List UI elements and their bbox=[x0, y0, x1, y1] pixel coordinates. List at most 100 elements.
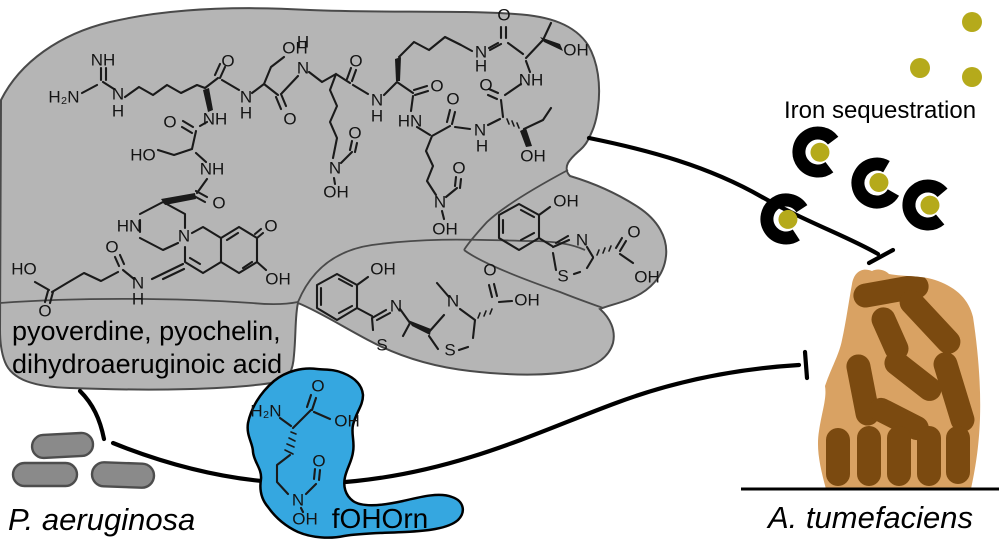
atom-label: O bbox=[446, 90, 459, 109]
atom-label: NH bbox=[519, 71, 544, 90]
atom-label: H bbox=[297, 33, 309, 52]
fohorn-label: fOHOrn bbox=[332, 503, 428, 534]
atoms-dha: OH NS O OH bbox=[553, 192, 660, 287]
atom-label: O bbox=[212, 194, 225, 213]
atom-label: OH bbox=[634, 268, 660, 287]
atom-label: O bbox=[497, 6, 510, 25]
atom-label: S bbox=[444, 341, 455, 360]
bacterium-rod bbox=[933, 352, 975, 432]
atom-label: O bbox=[349, 52, 362, 71]
atom-label: O bbox=[283, 110, 296, 129]
atom-label: O bbox=[483, 261, 496, 280]
atom-label: H bbox=[476, 137, 488, 156]
bacterium-rod bbox=[899, 290, 961, 354]
atom-label: OH bbox=[334, 412, 360, 431]
bacterium-rod bbox=[30, 431, 95, 460]
atom-label: NH bbox=[200, 160, 225, 179]
atom-label: NH bbox=[203, 110, 228, 129]
free-iron-dot bbox=[962, 12, 982, 32]
atom-label: O bbox=[264, 217, 277, 236]
atom-label: O bbox=[479, 76, 492, 95]
atom-label: N bbox=[475, 43, 487, 62]
atom-label: OH bbox=[370, 260, 396, 279]
blob-to-cells-line bbox=[77, 388, 107, 442]
atom-label: H bbox=[112, 102, 124, 121]
atom-label: O bbox=[312, 452, 325, 471]
bacterium-rod bbox=[90, 461, 156, 489]
bacterium-rod bbox=[869, 397, 929, 441]
atom-label: OH bbox=[282, 39, 308, 58]
blob-divider-dha-left bbox=[463, 169, 569, 251]
atom-label: O bbox=[38, 302, 51, 321]
inhibition-arrow-iron bbox=[586, 135, 896, 266]
p-aeruginosa-label: P. aeruginosa bbox=[8, 502, 195, 537]
atom-label: S bbox=[376, 336, 387, 355]
atom-label: HO bbox=[11, 260, 37, 279]
atom-label: HO bbox=[130, 146, 156, 165]
atom-label: H bbox=[371, 107, 383, 126]
p-aeruginosa-cells bbox=[11, 431, 156, 489]
blob-divider-pyochelin-top bbox=[297, 238, 586, 303]
atom-label: OH bbox=[265, 270, 291, 289]
atom-label: S bbox=[557, 267, 568, 286]
atom-label: OH bbox=[553, 192, 579, 211]
blob-divider-label-region bbox=[0, 297, 299, 305]
bacterium-rod bbox=[857, 426, 881, 486]
atom-label: N bbox=[178, 227, 190, 246]
atom-label: NH bbox=[91, 51, 116, 70]
bacterium-rod bbox=[11, 461, 79, 488]
a-tumefaciens-label: A. tumefaciens bbox=[766, 500, 973, 535]
free-iron-dot bbox=[910, 58, 930, 78]
atom-label: N bbox=[434, 193, 446, 212]
inhibition-arrow-fohorn bbox=[110, 349, 810, 486]
atom-label: HN bbox=[117, 217, 142, 236]
atom-label: O bbox=[105, 238, 118, 257]
atom-label: O bbox=[311, 377, 324, 396]
iron-sequestration-group: Iron sequestration bbox=[760, 12, 982, 245]
blob-divider-dha-bottom bbox=[463, 249, 604, 309]
atom-label: N bbox=[240, 88, 252, 107]
atom-label: N bbox=[447, 292, 459, 311]
atom-label: OH bbox=[520, 147, 546, 166]
atom-label: N bbox=[132, 274, 144, 293]
atom-label: HN bbox=[398, 112, 423, 131]
atom-label: OH bbox=[563, 41, 589, 60]
bacterium-rod bbox=[887, 426, 911, 486]
chelator-icon bbox=[792, 126, 839, 178]
atom-label: N bbox=[292, 491, 304, 510]
atom-label: H bbox=[240, 104, 252, 123]
atom-label: O bbox=[627, 223, 640, 242]
atom-label: O bbox=[452, 159, 465, 178]
atom-label: H₂N bbox=[250, 402, 281, 421]
atom-label: O bbox=[221, 52, 234, 71]
atom-label: N bbox=[297, 59, 309, 78]
atom-label: H bbox=[132, 290, 144, 309]
atom-label: N bbox=[371, 91, 383, 110]
atom-label: OH bbox=[292, 510, 318, 529]
atom-label: N bbox=[329, 159, 341, 178]
bacterium-rod bbox=[884, 351, 942, 401]
chelator-icon bbox=[902, 179, 948, 231]
atom-label: N bbox=[474, 121, 486, 140]
bacterium-rod bbox=[946, 426, 970, 484]
atom-label: N bbox=[390, 297, 402, 316]
atom-label: H₂N bbox=[48, 88, 79, 107]
dha-structure: OH NS O OH bbox=[497, 192, 660, 287]
free-iron-dot bbox=[962, 67, 982, 87]
chelator-icon bbox=[760, 193, 808, 245]
atom-label: N bbox=[576, 231, 588, 250]
biofilm bbox=[817, 269, 981, 489]
atom-label: H bbox=[475, 57, 487, 76]
atom-label: OH bbox=[432, 220, 458, 239]
atom-label: OH bbox=[323, 183, 349, 202]
bacterium-rod bbox=[917, 426, 941, 486]
